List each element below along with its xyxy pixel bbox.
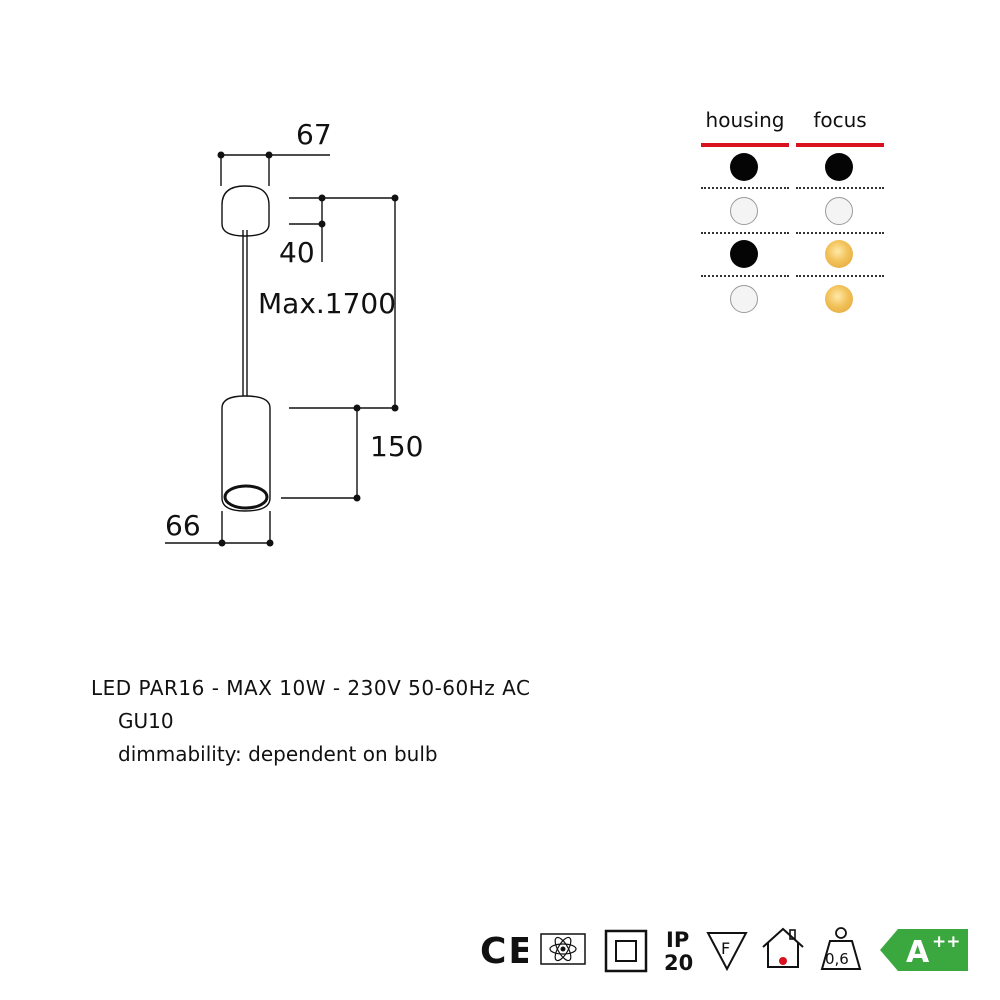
focus-swatch-3 <box>825 240 853 268</box>
canopy-shape <box>221 185 270 237</box>
energy-label-icon: A ++ <box>880 929 968 971</box>
row-divider <box>796 275 884 277</box>
dim-top-width: 67 <box>296 118 332 151</box>
ce-mark-icon: CE <box>480 931 528 972</box>
focus-header: focus <box>813 108 867 132</box>
luminaire-body <box>221 395 271 512</box>
weight-icon: 0,6 <box>820 927 862 970</box>
focus-swatch-2 <box>825 197 853 225</box>
housing-swatch-2 <box>730 197 758 225</box>
row-divider <box>701 187 789 189</box>
ce-text: CE <box>480 931 528 972</box>
focus-swatch-1 <box>825 153 853 181</box>
indoor-use-icon <box>762 927 804 968</box>
housing-header: housing <box>705 108 785 132</box>
focus-underline <box>796 143 884 147</box>
rohs-icon <box>540 933 586 965</box>
row-divider <box>701 232 789 234</box>
row-divider <box>796 187 884 189</box>
spec-line-dimmability: dimmability: dependent on bulb <box>118 742 438 766</box>
spec-line-power: LED PAR16 - MAX 10W - 230V 50-60Hz AC <box>91 676 531 700</box>
dim-body-diameter: 66 <box>165 509 201 542</box>
housing-swatch-1 <box>730 153 758 181</box>
lens-opening <box>223 484 269 510</box>
row-divider <box>796 232 884 234</box>
weight-value: 0,6 <box>825 950 849 968</box>
certification-row: CE IP 20 F 0,6 A ++ <box>478 925 978 975</box>
ip-rating: 20 <box>664 951 693 975</box>
dim-cable-length: Max.1700 <box>258 287 396 320</box>
row-divider <box>701 275 789 277</box>
spec-line-socket: GU10 <box>118 709 174 733</box>
ip-label: IP <box>666 928 689 952</box>
dim-canopy-height: 40 <box>279 236 315 269</box>
specifications: LED PAR16 - MAX 10W - 230V 50-60Hz AC GU… <box>91 672 530 771</box>
housing-underline <box>701 143 789 147</box>
focus-swatch-4 <box>825 285 853 313</box>
energy-plus: ++ <box>932 932 961 952</box>
finish-legend: housing focus <box>700 108 890 328</box>
housing-swatch-3 <box>730 240 758 268</box>
class-ii-icon <box>604 929 648 973</box>
ip20-icon: IP 20 <box>664 928 693 975</box>
energy-class: A <box>906 935 930 970</box>
dim-body-height: 150 <box>370 430 423 463</box>
f-mark-icon: F <box>706 932 748 971</box>
housing-swatch-4 <box>730 285 758 313</box>
f-mark-text: F <box>721 939 730 958</box>
technical-drawing: 67 40 Max.1700 150 66 <box>165 118 423 547</box>
